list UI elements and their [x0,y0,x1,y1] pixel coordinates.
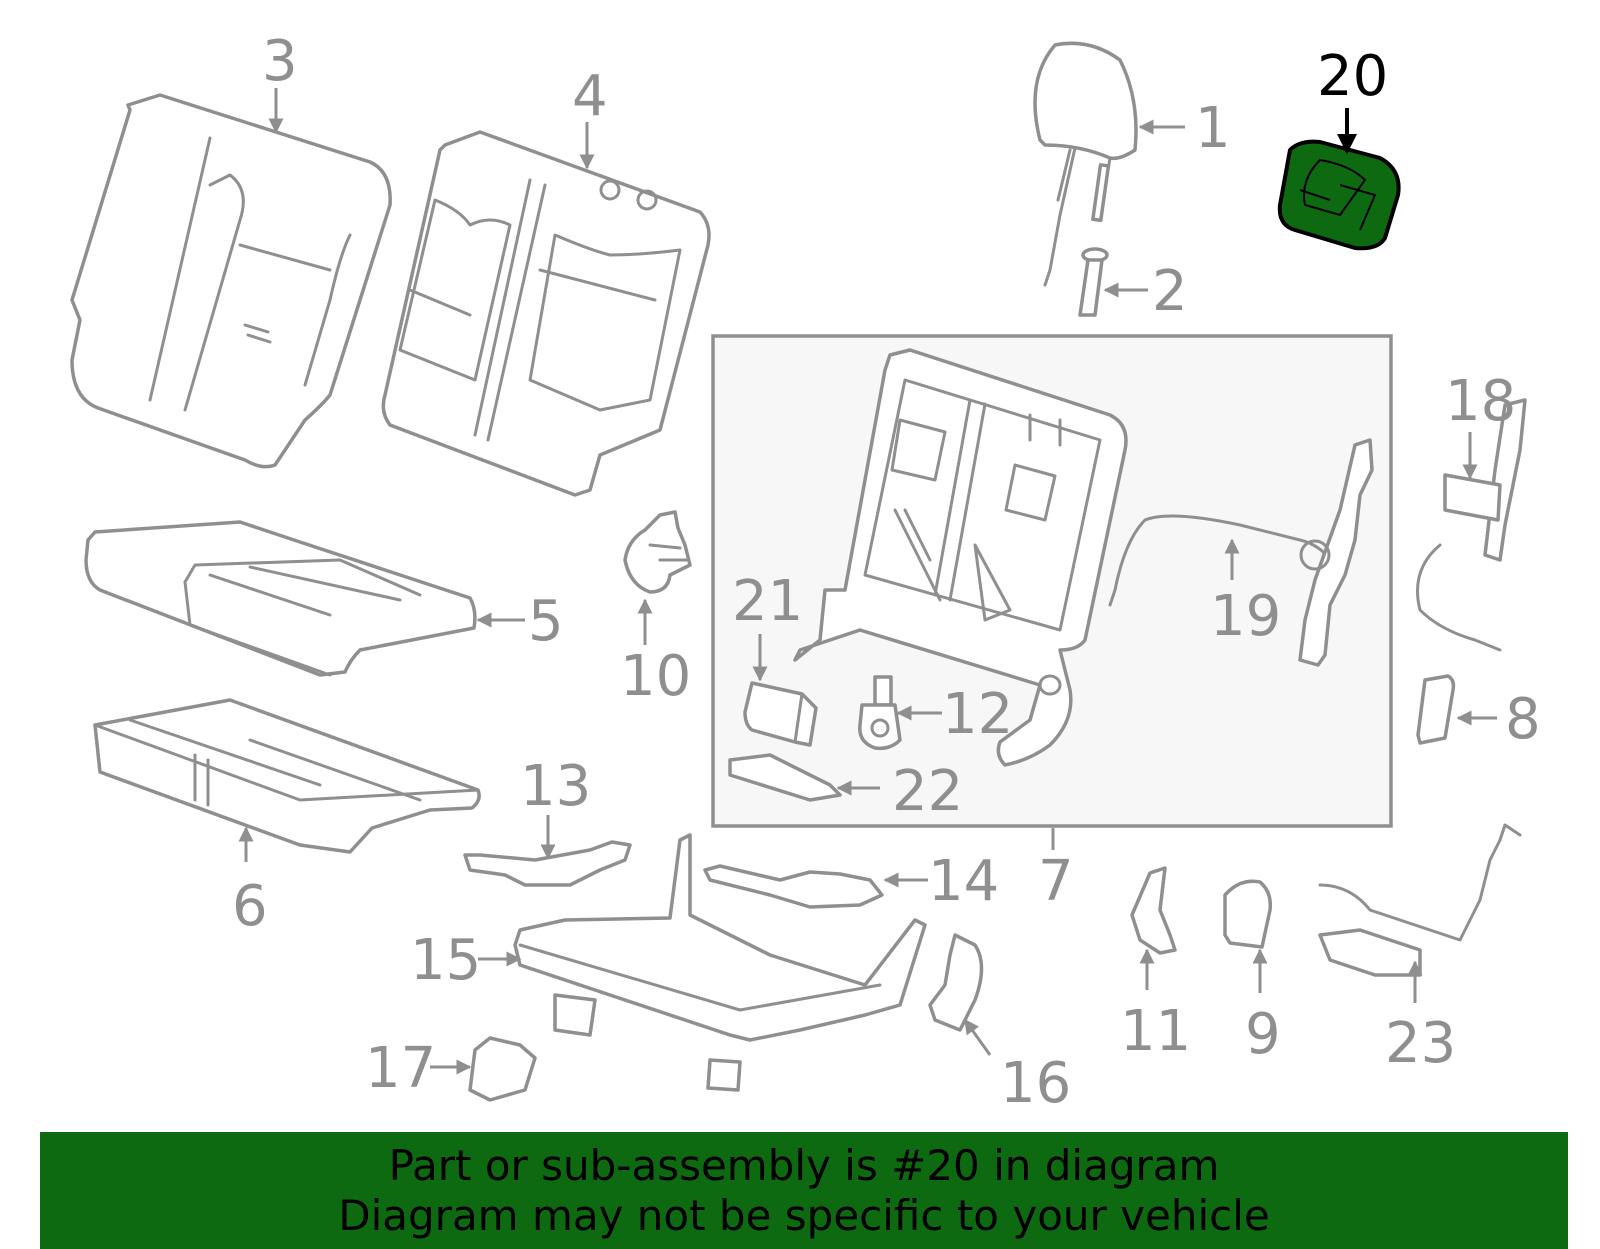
part-20-highlighted-module[interactable] [1277,139,1401,251]
callout-8[interactable]: 8 [1505,687,1541,752]
part-10-latch[interactable] [623,510,692,594]
part-17-foot[interactable] [468,1036,537,1102]
part-5-cushion-cover[interactable] [84,520,477,677]
info-banner: Part or sub-assembly is #20 in diagram D… [40,1132,1568,1249]
callout-5[interactable]: 5 [528,589,564,654]
part-21-bracket[interactable] [743,681,818,747]
callout-2[interactable]: 2 [1152,259,1188,324]
part-11-strap[interactable] [1130,866,1177,955]
callout-15[interactable]: 15 [410,928,481,993]
callout-12[interactable]: 12 [942,682,1013,747]
part-19-recliner-cable[interactable] [1108,438,1374,667]
part-7-seat-back-frame[interactable] [793,348,1128,767]
part-3-seat-back-cover[interactable] [70,93,392,469]
callout-6[interactable]: 6 [232,874,268,939]
callout-arrows [238,88,1497,1075]
callout-3[interactable]: 3 [262,29,298,94]
part-12-pivot[interactable] [858,675,902,751]
part-18-latch-assembly[interactable] [1416,398,1527,652]
callout-7[interactable]: 7 [1038,849,1074,914]
callout-4[interactable]: 4 [572,64,608,129]
callout-1[interactable]: 1 [1195,96,1231,161]
banner-line-1: Part or sub-assembly is #20 in diagram [388,1140,1220,1190]
part-1-headrest[interactable] [1033,41,1138,287]
part-13-bracket[interactable] [463,840,632,887]
part-23-harness[interactable] [1318,823,1522,977]
callout-21[interactable]: 21 [732,569,803,634]
callout-20[interactable]: 20 [1317,44,1388,109]
callout-22[interactable]: 22 [892,759,963,824]
part-16-trim[interactable] [928,933,984,1032]
callout-18[interactable]: 18 [1445,369,1516,434]
callout-17[interactable]: 17 [365,1036,436,1101]
callout-23[interactable]: 23 [1385,1011,1456,1076]
callout-14[interactable]: 14 [928,849,999,914]
part-15-cushion-frame[interactable] [513,833,927,1092]
part-9-cap[interactable] [1223,879,1273,949]
part-6-cushion-pad[interactable] [93,698,481,854]
part-14-bracket[interactable] [703,864,884,909]
callout-13[interactable]: 13 [520,754,591,819]
callout-9[interactable]: 9 [1245,1002,1281,1067]
callout-19[interactable]: 19 [1210,584,1281,649]
banner-line-2: Diagram may not be specific to your vehi… [338,1190,1270,1240]
part-4-seat-back-pad[interactable] [381,130,711,497]
callout-16[interactable]: 16 [1000,1051,1071,1116]
callout-11[interactable]: 11 [1120,999,1191,1064]
callout-labels: 1 2 3 4 5 6 7 8 9 10 11 12 13 14 15 16 1… [232,29,1541,1116]
part-2-headrest-guide[interactable] [1078,247,1109,317]
callout-10[interactable]: 10 [620,644,691,709]
part-8-cover[interactable] [1416,674,1456,745]
